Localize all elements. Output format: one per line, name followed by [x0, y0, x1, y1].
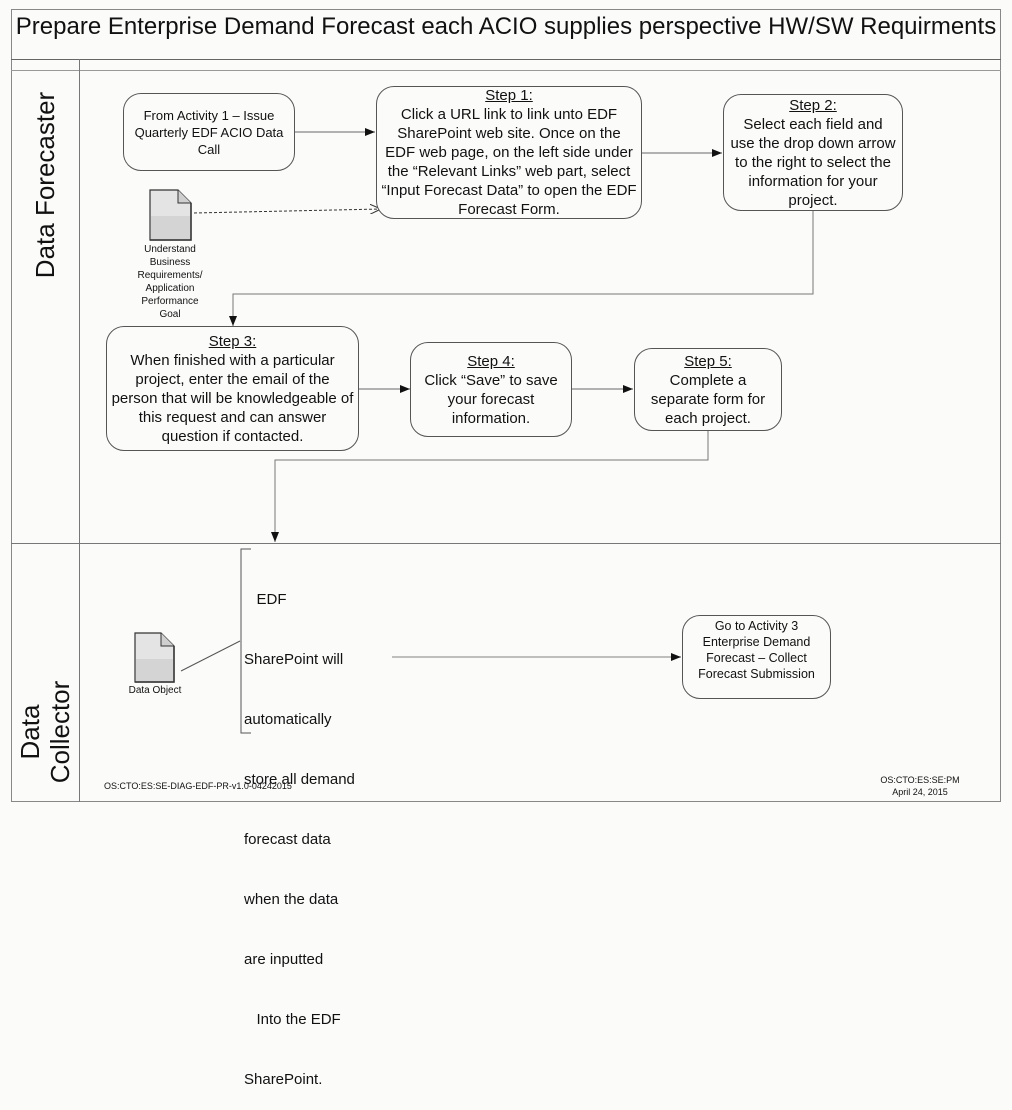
step1-text: Click a URL link to link unto EDF ShareP… — [381, 106, 637, 218]
annotation-line: Into the EDF — [244, 1011, 341, 1028]
step1-heading: Step 1: — [485, 87, 533, 104]
step2-text: Select each field and use the drop down … — [730, 115, 896, 209]
step3-text: When finished with a particular project,… — [111, 351, 354, 445]
step5-text: Complete a separate form for each projec… — [650, 371, 766, 427]
annotation-line: forecast data — [244, 831, 331, 848]
step1-node[interactable]: Step 1: Click a URL link to link unto ED… — [376, 86, 642, 219]
flow-step2-to-step3 — [229, 211, 814, 326]
lane-divider — [11, 543, 1001, 544]
annotation-line: EDF — [244, 591, 287, 608]
step4-heading: Step 4: — [467, 352, 515, 370]
footer-document-id: OS:CTO:ES:SE-DIAG-EDF-PR-v1.0-04242015 — [104, 781, 292, 791]
step5-heading: Step 5: — [684, 352, 732, 370]
start-node[interactable]: From Activity 1 – Issue Quarterly EDF AC… — [123, 93, 295, 171]
annotation-text: EDF SharePoint will automatically store … — [244, 550, 384, 1110]
diagram-frame — [11, 9, 1001, 802]
data-object-caption: Data Object — [128, 685, 182, 696]
step3-heading: Step 3: — [208, 332, 257, 350]
footer-owner: OS:CTO:ES:SE:PM — [880, 775, 960, 785]
footer-owner-date: OS:CTO:ES:SE:PM April 24, 2015 — [860, 774, 980, 798]
step3-node[interactable]: Step 3: When finished with a particular … — [106, 326, 359, 451]
flow-step5-to-annotation — [271, 431, 709, 542]
step5-node[interactable]: Step 5: Complete a separate form for eac… — [634, 348, 782, 431]
title-divider — [11, 59, 1001, 60]
annotation-line: when the data — [244, 891, 339, 908]
step2-node[interactable]: Step 2: Select each field and use the dr… — [723, 94, 903, 211]
annotation-line: automatically — [244, 711, 332, 728]
start-node-text: From Activity 1 – Issue Quarterly EDF AC… — [134, 107, 284, 157]
end-node[interactable]: Go to Activity 3 Enterprise Demand Forec… — [682, 615, 831, 699]
footer-date: April 24, 2015 — [892, 787, 948, 797]
annotation-line: are inputted — [244, 951, 324, 968]
annotation-line: SharePoint. — [244, 1071, 323, 1088]
association-dataobject-to-annotation — [180, 640, 241, 672]
data-object-icon — [134, 632, 175, 683]
annotation-line: store all demand — [244, 771, 355, 788]
annotation-line: SharePoint will — [244, 651, 344, 668]
diagram-title: Prepare Enterprise Demand Forecast each … — [15, 13, 997, 40]
step4-node[interactable]: Step 4: Click “Save” to save your foreca… — [410, 342, 572, 437]
document-icon — [149, 189, 192, 241]
step2-heading: Step 2: — [789, 96, 837, 114]
annotation-bracket — [240, 548, 251, 734]
association-doc-to-step1 — [193, 209, 381, 213]
lane-label-column-divider — [79, 59, 80, 802]
lane-header-divider — [11, 70, 1001, 71]
connectors — [180, 128, 814, 734]
end-node-text: Go to Activity 3 Enterprise Demand Forec… — [698, 619, 815, 681]
document-caption-requirements: Understand Business Requirements/ Applic… — [137, 244, 203, 320]
step4-text: Click “Save” to save your forecast infor… — [424, 371, 558, 427]
